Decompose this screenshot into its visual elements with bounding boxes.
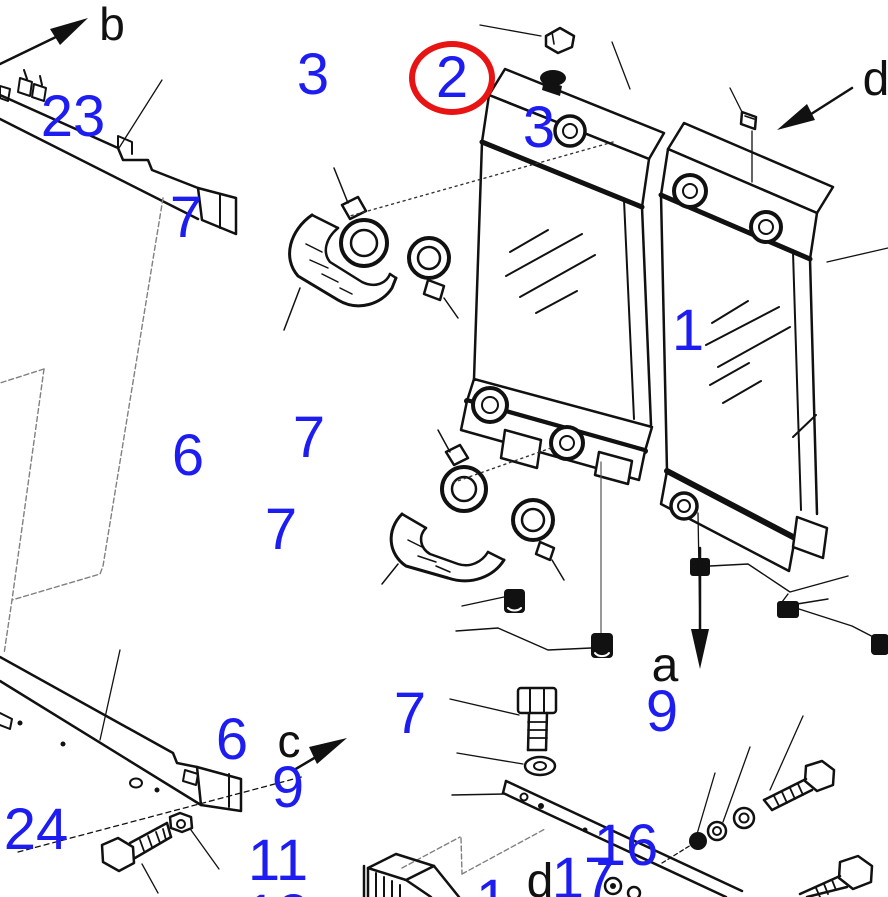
hex-bolt-washer-drawing — [449, 686, 558, 777]
callout-part-7-top[interactable]: 7 — [169, 185, 203, 250]
view-direction-arrows — [0, 18, 854, 772]
top-bolt-drawing — [479, 24, 631, 90]
callout-part-16[interactable]: 16 — [593, 813, 659, 878]
view-arrow-c — [292, 738, 347, 772]
callout-part-23[interactable]: 23 — [40, 84, 106, 149]
callout-part-7-mid[interactable]: 7 — [292, 405, 326, 470]
lower-hose-clamp-drawing — [381, 429, 565, 585]
radiator-sub-drawing — [658, 121, 888, 573]
callout-part-11[interactable]: 11 — [247, 828, 309, 893]
callout-part-bottom-partial[interactable]: 1 — [476, 872, 508, 897]
callout-part-7-bottom[interactable]: 7 — [393, 681, 427, 746]
callout-part-9-right[interactable]: 9 — [645, 679, 679, 744]
view-arrow-a — [691, 512, 709, 669]
callout-view-d-top: d — [862, 53, 888, 106]
callout-part-3-left[interactable]: 3 — [296, 42, 330, 107]
upper-hose-clamp-drawing — [283, 167, 459, 331]
phantom-panel-outline — [0, 197, 164, 655]
callout-part-2[interactable]: 2 — [409, 41, 495, 115]
callout-part-7-mid2[interactable]: 7 — [264, 497, 298, 562]
view-arrow-b — [0, 18, 88, 66]
callout-part-6-left[interactable]: 6 — [171, 423, 205, 488]
callout-view-a: a — [651, 639, 679, 692]
callout-view-c: c — [277, 715, 301, 767]
radiator-main-core-hatching — [505, 229, 596, 314]
callout-part-1[interactable]: 1 — [671, 298, 705, 363]
callout-view-d-bottom: d — [526, 855, 554, 897]
callout-part-9-left[interactable]: 9 — [271, 755, 305, 820]
callout-part-6-bottom[interactable]: 6 — [215, 707, 249, 772]
shroud-box-drawing — [362, 828, 546, 897]
view-arrow-d-top — [777, 86, 854, 130]
callout-view-b: b — [99, 0, 125, 50]
lower-mount-bracket-drawing — [0, 649, 306, 853]
upper-mount-bracket-drawing — [0, 69, 238, 236]
radiator-sub-core-hatching — [705, 300, 791, 404]
callout-part-24[interactable]: 24 — [3, 797, 69, 862]
callout-part-17[interactable]: 17 — [551, 846, 617, 897]
radiator-main-drawing — [459, 67, 666, 634]
tank-nut-drawing — [729, 87, 758, 183]
lower-beam-drawing — [451, 779, 744, 897]
dotted-leader-lines — [349, 141, 614, 484]
callout-part-12[interactable]: 12 — [245, 887, 310, 897]
bottom-right-fasteners-drawing — [689, 715, 874, 897]
callout-part-3-mid[interactable]: 3 — [522, 95, 556, 160]
lower-left-fasteners-drawing — [100, 811, 220, 894]
